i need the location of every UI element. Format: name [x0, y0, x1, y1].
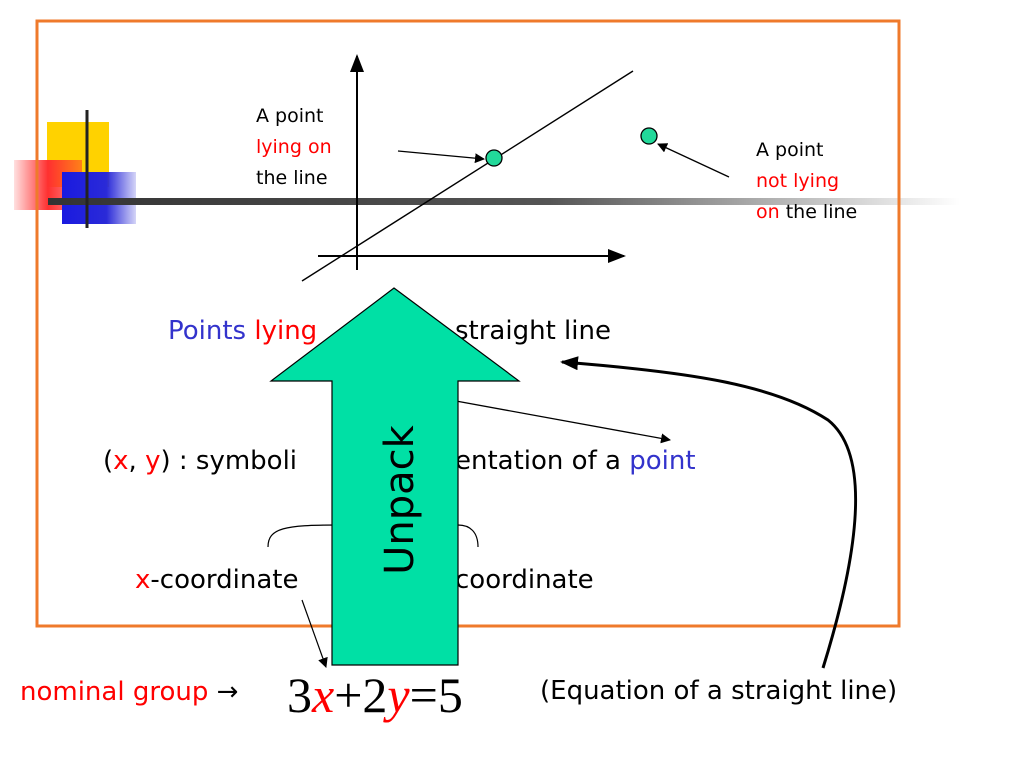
on-line-label-line3: the line [256, 167, 328, 189]
right-arrow-icon: → [216, 677, 239, 707]
points-lying-text: Points lying [168, 316, 317, 346]
representation-rest: ) : symboli [160, 446, 298, 476]
var-y: y [387, 667, 410, 723]
on-line-label-line1: A point [256, 105, 324, 127]
representation-rest2: entation of a [455, 446, 621, 476]
var-x: x [312, 667, 335, 723]
coordinate-graph [301, 54, 730, 282]
equals-sign: = [409, 667, 438, 723]
group-word: group [124, 677, 209, 707]
representation-text-right: entation of a point [455, 446, 696, 476]
x-letter: x [135, 565, 151, 595]
off-line-label: A point not lying on the line [756, 135, 857, 228]
x-symbol: x [113, 446, 129, 476]
pointer-to-off-line [657, 143, 730, 178]
representation-text-left: (x, y) : symboli [103, 446, 297, 476]
point-on-line [485, 149, 503, 167]
lying-to-point-arrow [444, 398, 671, 444]
x-bracket [267, 524, 339, 548]
nominal-group-text: nominal group → [20, 677, 238, 707]
x-coordinate-text: x-coordinate [135, 565, 298, 595]
off-line-label-line3: on the line [756, 197, 857, 228]
point-word: point [629, 446, 696, 476]
off-line-label-on: on [756, 201, 780, 223]
straight-line-text: straight line [455, 316, 611, 346]
decorative-squares [14, 110, 960, 228]
on-line-label: A point lying on the line [256, 101, 332, 194]
off-line-label-line2: not lying [756, 170, 840, 192]
y-coordinate-text: coordinate [455, 565, 594, 595]
y-bracket [457, 524, 479, 548]
coef-y: 2 [362, 667, 388, 723]
equation-to-straight-line-arrow [560, 356, 857, 669]
comma: , [128, 446, 146, 476]
open-paren: ( [103, 446, 114, 476]
point-off-line [640, 127, 658, 145]
points-word: Points [168, 316, 247, 346]
x-coordinate-rest: -coordinate [150, 565, 299, 595]
nominal-word: nominal [20, 677, 125, 707]
y-symbol: y [145, 446, 161, 476]
off-line-label-the-line: the line [779, 201, 858, 223]
on-line-label-line2: lying on [256, 136, 332, 158]
equation-caption: (Equation of a straight line) [540, 676, 898, 706]
coef-x: 3 [287, 667, 312, 723]
plus-sign: + [334, 667, 363, 723]
rhs: 5 [437, 667, 463, 723]
equation: 3x+2y=5 [287, 670, 463, 720]
pointer-to-on-line [397, 150, 485, 164]
off-line-label-line1: A point [756, 139, 824, 161]
straight-line [301, 70, 634, 282]
x-coordinate-pointer [301, 599, 328, 668]
horizontal-divider [48, 198, 960, 205]
lying-word: lying [246, 316, 318, 346]
